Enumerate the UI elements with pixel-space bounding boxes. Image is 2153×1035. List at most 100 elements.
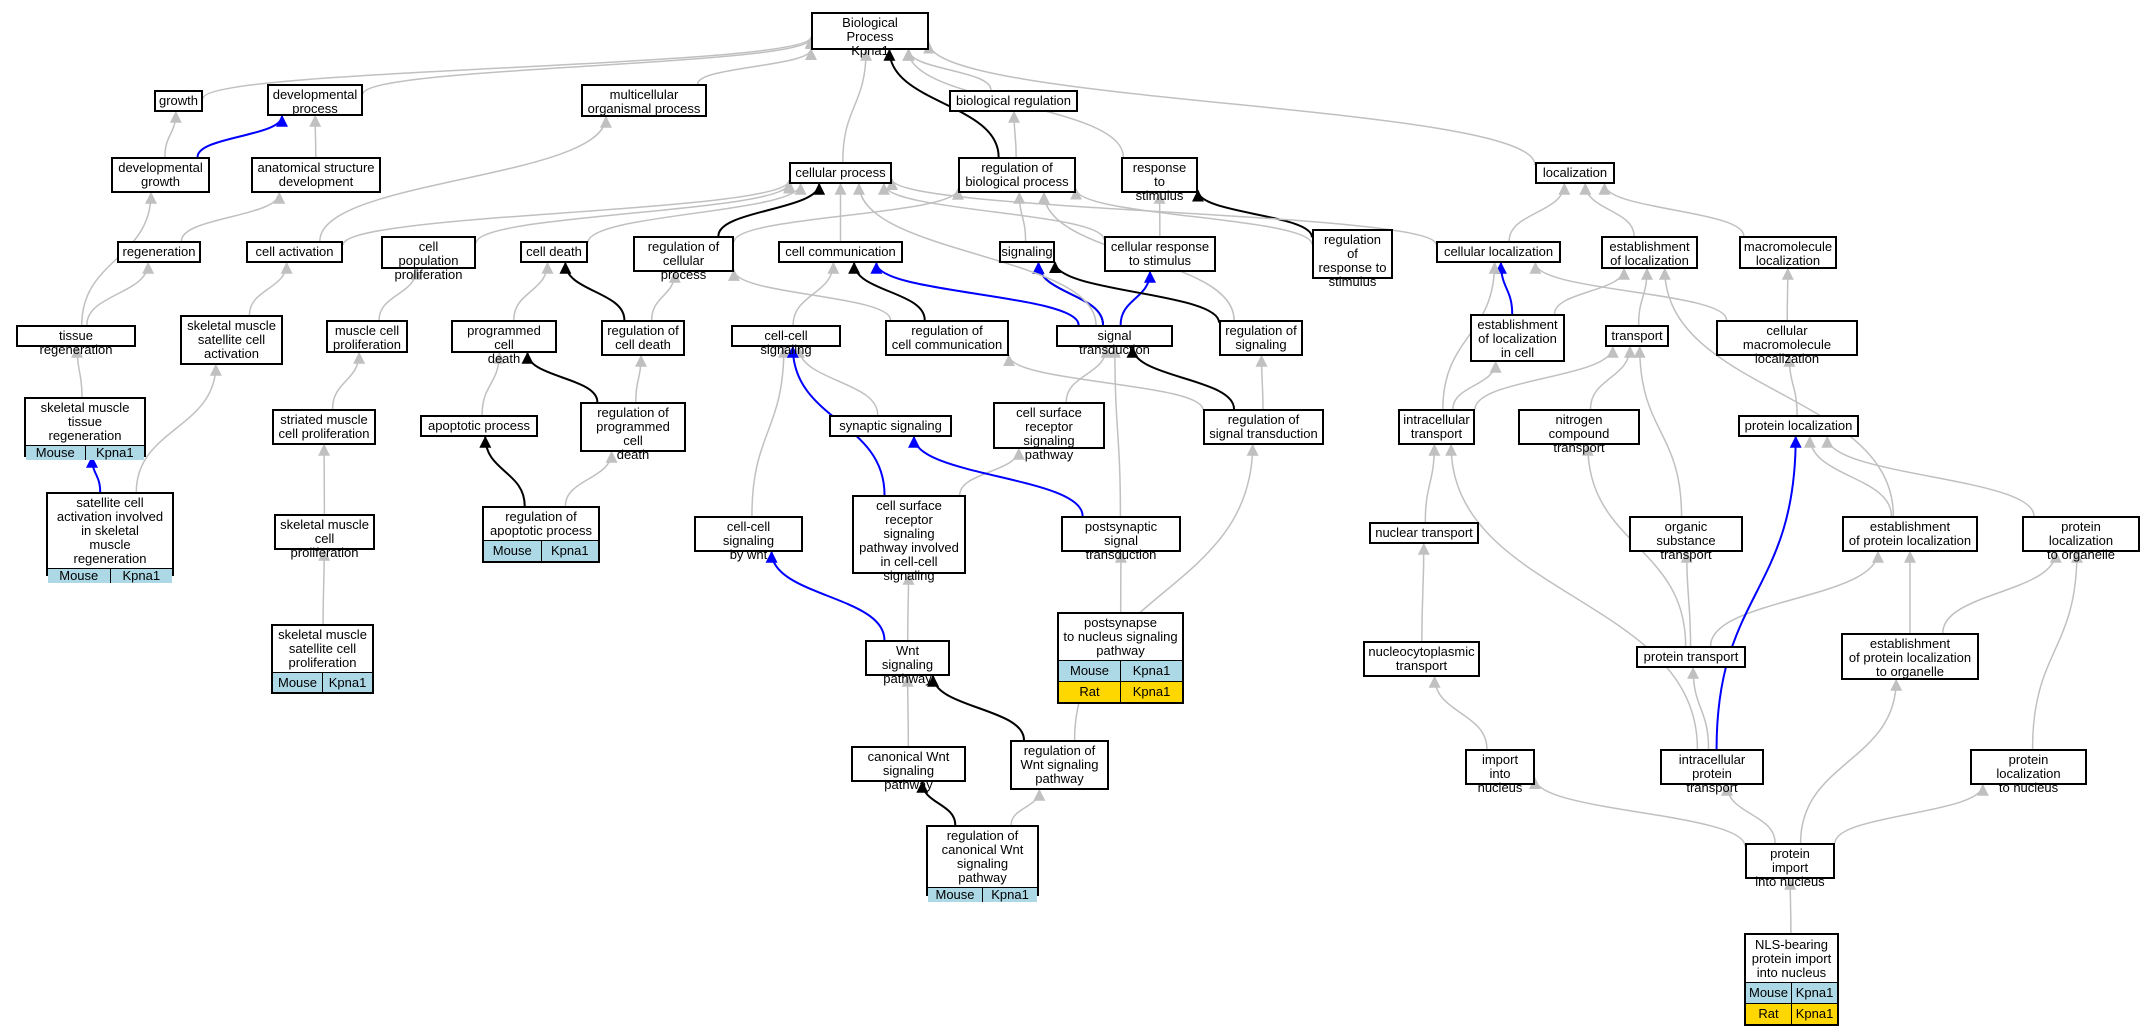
term-label: growth [158,93,199,108]
gene-cell: Kpna1 [322,673,372,692]
term-node-estlocincell[interactable]: establishment of localization in cell [1470,314,1565,362]
term-node-intraprottrans[interactable]: intracellular protein transport [1660,749,1764,795]
term-node-cellproc[interactable]: cellular process [789,162,892,184]
term-node-estloc[interactable]: establishment of localization [1601,236,1698,269]
term-node-regcellproc[interactable]: regulation of cellular process [633,236,734,282]
term-node-transport[interactable]: transport [1605,325,1669,347]
term-node-protimport[interactable]: protein import into nucleus [1745,843,1835,889]
term-node-anat[interactable]: anatomical structure development [251,157,381,193]
edge-cellloc-to-loc [1508,182,1571,242]
term-node-estprotloc[interactable]: establishment of protein localization [1842,516,1978,552]
term-node-intratrans[interactable]: intracellular transport [1398,409,1475,445]
edge-regwnt-to-wnt [927,674,1025,741]
term-node-csrspcc[interactable]: cell surface receptor signaling pathway … [852,495,966,583]
term-label: intracellular protein transport [1678,752,1746,795]
term-node-regresp[interactable]: regulation of response to stimulus [1312,229,1393,289]
term-node-canwnt[interactable]: canonical Wnt signaling pathway [851,746,966,792]
term-node-regen[interactable]: regeneration [117,241,201,263]
term-node-smcprolif[interactable]: striated muscle cell proliferation [272,409,376,445]
edge-cellmacroloc-to-macroloc [1781,267,1794,321]
term-node-smscact[interactable]: skeletal muscle satellite cell activatio… [180,315,283,365]
term-node-wnt[interactable]: Wnt signaling pathway [865,640,950,686]
term-node-resp[interactable]: response to stimulus [1121,157,1198,203]
edge-signaling-to-regbio [1013,191,1027,242]
term-node-celldeath[interactable]: cell death [520,241,588,263]
term-node-growth[interactable]: growth [154,90,203,112]
term-node-regcanwnt[interactable]: regulation of canonical Wnt signaling pa… [926,825,1039,902]
term-node-regcellcomm[interactable]: regulation of cell communication [885,320,1009,356]
edge-regapop-to-regpcd [564,450,618,507]
edge-sigtrans-to-cellresp [1119,270,1156,326]
term-node-ncytrans[interactable]: nucleocytoplasmic transport [1363,641,1480,677]
term-node-ccsigwnt[interactable]: cell-cell signaling by wnt [694,516,803,562]
term-node-devproc[interactable]: developmental process [267,84,363,116]
term-node-root[interactable]: Biological Process Kpna1 [811,12,929,58]
term-label: regulation of cell communication [891,323,1003,352]
term-node-loc[interactable]: localization [1535,162,1615,184]
term-node-pcd[interactable]: programmed cell death [451,320,557,366]
edge-estprotloc-to-estloc [1658,267,1895,517]
term-node-regwnt[interactable]: regulation of Wnt signaling pathway [1010,740,1109,790]
term-node-cellcomm[interactable]: cell communication [778,241,903,263]
edge-estprotloc-to-protloc [1803,435,1893,517]
term-node-regsigtrans[interactable]: regulation of signal transduction [1203,409,1324,445]
term-node-cellresp[interactable]: cellular response to stimulus [1104,236,1216,272]
term-node-mcprolif[interactable]: muscle cell proliferation [326,320,408,353]
edge-regpcd-to-regcelldeath [634,354,647,403]
term-node-macroloc[interactable]: macromolecule localization [1739,236,1837,269]
term-label: regulation of programmed cell death [596,405,670,462]
term-node-smscprolif[interactable]: skeletal muscle satellite cell prolifera… [271,624,374,694]
edge-csrspcc-to-csrsp [958,447,1025,496]
term-node-tissueregen[interactable]: tissue regeneration [16,325,136,357]
term-node-signaling[interactable]: signaling [999,241,1055,263]
term-node-multi[interactable]: multicellular organismal process [581,84,707,117]
species-cell: Mouse [1748,985,1789,1000]
term-node-sigtrans[interactable]: signal transduction [1056,325,1173,357]
term-node-cellloc[interactable]: cellular localization [1436,241,1561,263]
edge-cellpopprolif-to-cellproc [475,181,795,244]
term-label: establishment of localization in cell [1477,317,1558,360]
term-node-regpcd[interactable]: regulation of programmed cell death [580,402,686,462]
term-node-postsynnuc[interactable]: postsynapse to nucleus signaling pathway… [1057,612,1184,704]
term-node-protlocorg[interactable]: protein localization to organelle [2022,516,2140,562]
term-node-skmcprolif[interactable]: skeletal muscle cell proliferation [274,514,375,560]
edge-importnuc-to-ncytrans [1428,675,1488,750]
term-node-estprotlocorg[interactable]: establishment of protein localization to… [1841,633,1979,680]
term-node-cellpopprolif[interactable]: cell population proliferation [381,236,476,282]
term-node-orgsub[interactable]: organic substance transport [1629,516,1743,562]
term-node-csrsp[interactable]: cell surface receptor signaling pathway [993,402,1105,462]
term-label: cellular response to stimulus [1110,239,1210,268]
term-node-devgrowth[interactable]: developmental growth [111,157,210,193]
edge-wnt-to-ccsigwnt [765,550,886,641]
term-node-satact[interactable]: satellite cell activation involved in sk… [46,492,174,583]
term-node-nctrans[interactable]: nitrogen compound transport [1518,409,1640,455]
term-node-apop[interactable]: apoptotic process [420,415,538,437]
term-node-ccsig[interactable]: cell-cell signaling [731,325,841,357]
term-node-nuctrans[interactable]: nuclear transport [1369,522,1479,544]
term-node-cellact[interactable]: cell activation [246,241,343,263]
term-label: regulation of cell death [607,323,679,352]
term-node-protlocnuc[interactable]: protein localization to nucleus [1970,749,2087,795]
term-node-cellmacroloc[interactable]: cellular macromolecule localization [1716,320,1858,366]
gene-cell: Kpna1 [84,446,145,460]
term-label: cellular localization [1443,244,1554,259]
edge-apop-to-pcd [481,351,506,416]
term-node-importnuc[interactable]: import into nucleus [1465,749,1535,795]
term-node-synsig[interactable]: synaptic signaling [829,415,952,437]
term-node-postsyn[interactable]: postsynaptic signal transduction [1061,516,1181,562]
edge-regen-to-anat [180,191,286,242]
term-node-regbio[interactable]: regulation of biological process [958,157,1076,193]
edge-protlocorg-to-protloc [1821,435,2035,517]
term-node-bioreg[interactable]: biological regulation [949,90,1078,112]
term-node-regcelldeath[interactable]: regulation of cell death [601,320,685,356]
term-node-protloc[interactable]: protein localization [1738,415,1859,437]
term-node-prottrans[interactable]: protein transport [1636,646,1746,668]
edge-sigtrans-to-signaling [1032,261,1105,326]
term-node-regsig[interactable]: regulation of signaling [1219,320,1303,356]
